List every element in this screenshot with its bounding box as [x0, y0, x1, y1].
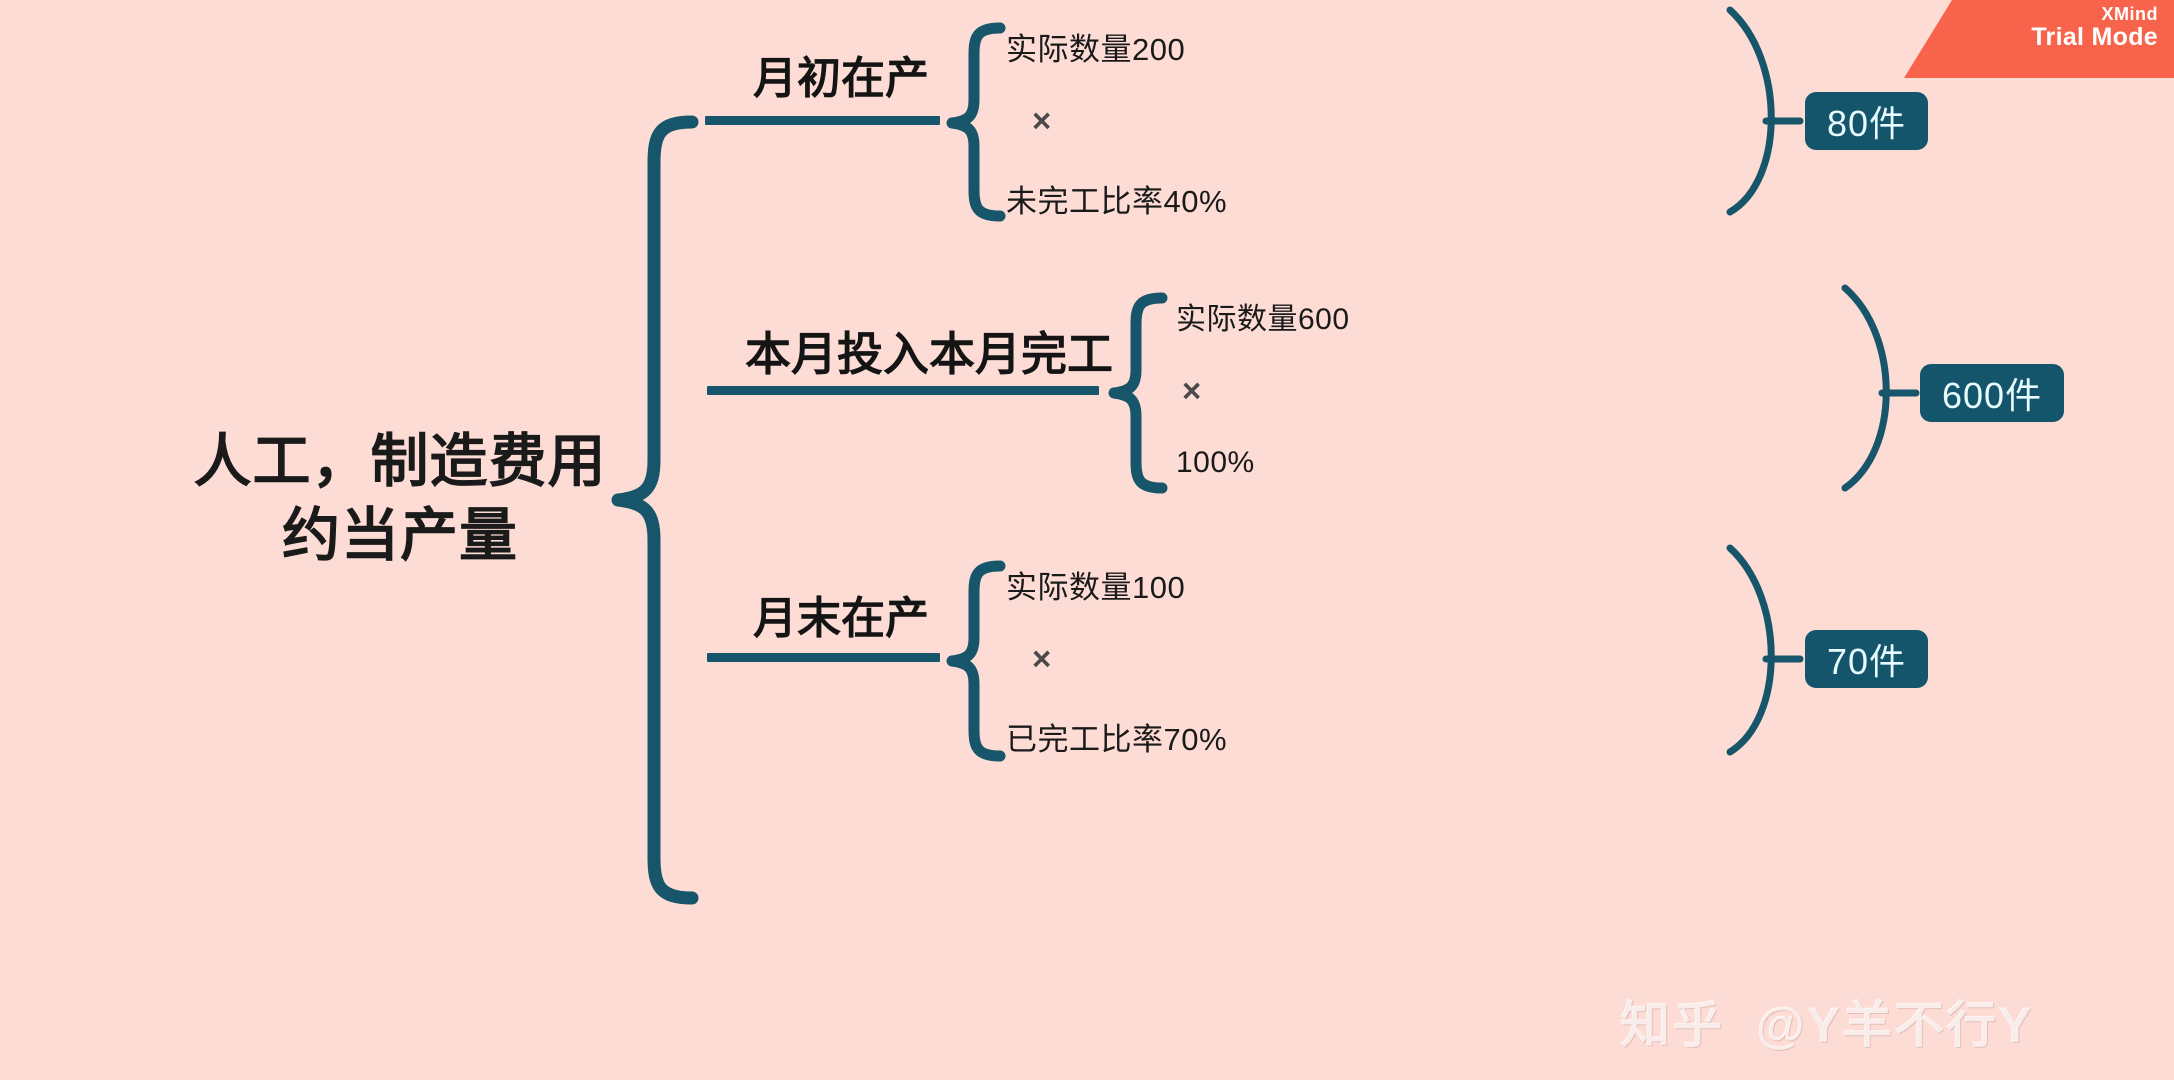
branch-1-quantity[interactable]: 实际数量600	[1176, 303, 1350, 336]
trial-badge-status: Trial Mode	[2031, 22, 2158, 51]
trial-badge-product: XMind	[2101, 4, 2158, 24]
branch-brace-2	[946, 560, 1006, 762]
branch-0-rate[interactable]: 未完工比率40%	[1006, 184, 1228, 219]
branch-label-2[interactable]: 月末在产	[753, 594, 929, 643]
branch-brace-0	[946, 22, 1006, 222]
branch-2-quantity[interactable]: 实际数量100	[1006, 570, 1186, 605]
watermark: 知乎 @Y羊不行Y	[1620, 985, 2033, 1057]
branch-underline-0	[705, 116, 940, 125]
branch-label-1[interactable]: 本月投入本月完工	[745, 328, 1113, 380]
watermark-handle: @Y羊不行Y	[1755, 997, 2034, 1053]
result-arc-1	[1841, 284, 1890, 492]
result-arc-0	[1726, 6, 1775, 216]
branch-label-0[interactable]: 月初在产	[753, 54, 929, 103]
branch-0-quantity[interactable]: 实际数量200	[1006, 32, 1186, 67]
root-topic-line-1: 人工，制造费用	[193, 429, 607, 494]
branch-1-operator-icon: ×	[1182, 372, 1202, 409]
xmind-trial-mode-badge[interactable]: XMind Trial Mode	[1904, 0, 2174, 78]
branch-underline-2	[707, 653, 940, 662]
branch-1-rate[interactable]: 100%	[1176, 446, 1255, 479]
branch-2-result-badge[interactable]: 70件	[1805, 630, 1929, 688]
branch-2-operator-icon: ×	[1032, 640, 1052, 677]
watermark-site: 知乎	[1620, 997, 1724, 1053]
branch-1-result-badge[interactable]: 600件	[1920, 364, 2065, 422]
branch-brace-1	[1108, 292, 1168, 494]
branch-0-result-badge[interactable]: 80件	[1805, 92, 1929, 150]
root-topic[interactable]: 人工，制造费用 约当产量	[90, 425, 710, 573]
branch-underline-1	[707, 386, 1099, 395]
branch-2-rate[interactable]: 已完工比率70%	[1006, 722, 1228, 757]
branch-0-operator-icon: ×	[1032, 102, 1052, 139]
root-topic-line-2: 约当产量	[281, 503, 518, 569]
result-arc-2	[1726, 544, 1775, 756]
